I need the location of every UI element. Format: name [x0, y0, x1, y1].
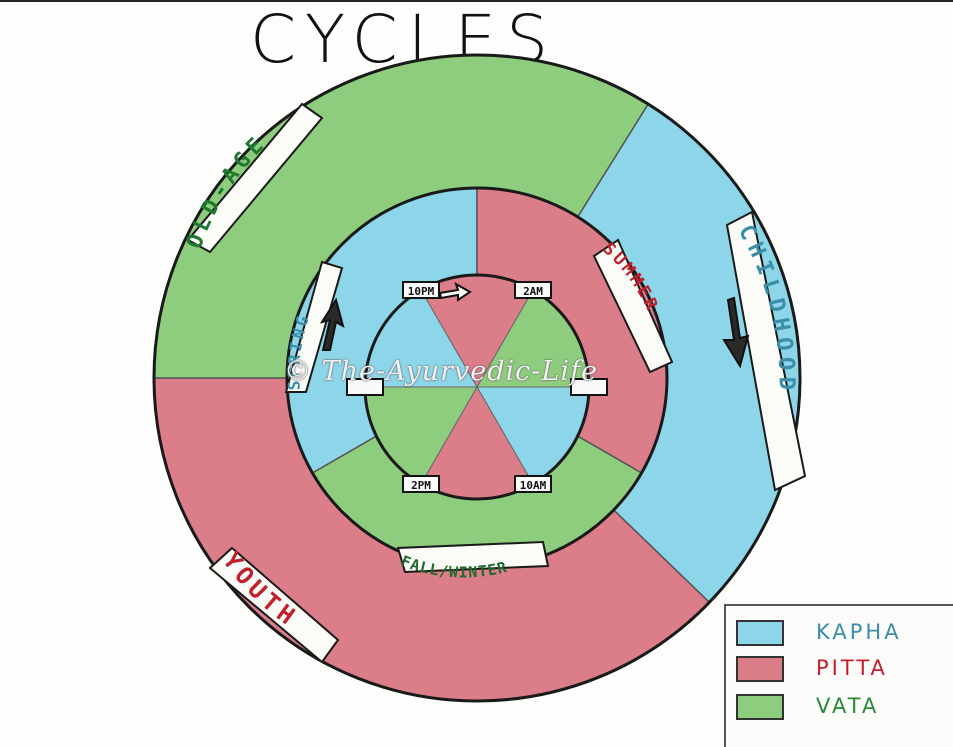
legend-row-pitta: PITTA: [736, 656, 951, 682]
time-label-2PM: 2PM: [402, 474, 440, 493]
time-label-2AM: 2AM: [514, 281, 552, 300]
legend-row-vata: VATA: [736, 694, 951, 720]
outer-circle-outline: [152, 53, 802, 703]
legend-label-kapha: KAPHA: [816, 620, 902, 644]
legend-row-kapha: KAPHA: [736, 620, 951, 646]
svg-text:2PM: 2PM: [411, 479, 431, 492]
time-label-10PM: 10PM: [402, 281, 440, 300]
arrow-spring-up-icon: [319, 297, 345, 351]
label-box-fall-winter: FALL/WINTER: [396, 540, 550, 581]
legend: KAPHA PITTA VATA: [724, 604, 953, 747]
legend-swatch-vata: [736, 694, 784, 720]
legend-label-vata: VATA: [816, 694, 880, 718]
time-label-6PM: [346, 378, 384, 396]
time-labels: 10PM 2AM 10AM 2PM: [346, 281, 608, 493]
svg-text:10AM: 10AM: [520, 479, 547, 492]
arrow-inner-right-icon: [438, 281, 472, 302]
svg-text:10PM: 10PM: [408, 285, 435, 298]
legend-swatch-kapha: [736, 620, 784, 646]
legend-label-pitta: PITTA: [816, 656, 888, 680]
time-label-10AM: 10AM: [514, 474, 552, 493]
legend-swatch-pitta: [736, 656, 784, 682]
svg-text:2AM: 2AM: [523, 285, 543, 298]
arrow-outer-down-icon: [722, 296, 750, 369]
time-label-6AM: [570, 378, 608, 396]
top-border: [0, 0, 953, 2]
watermark-text: © The-Ayurvedic-Life: [284, 356, 598, 387]
